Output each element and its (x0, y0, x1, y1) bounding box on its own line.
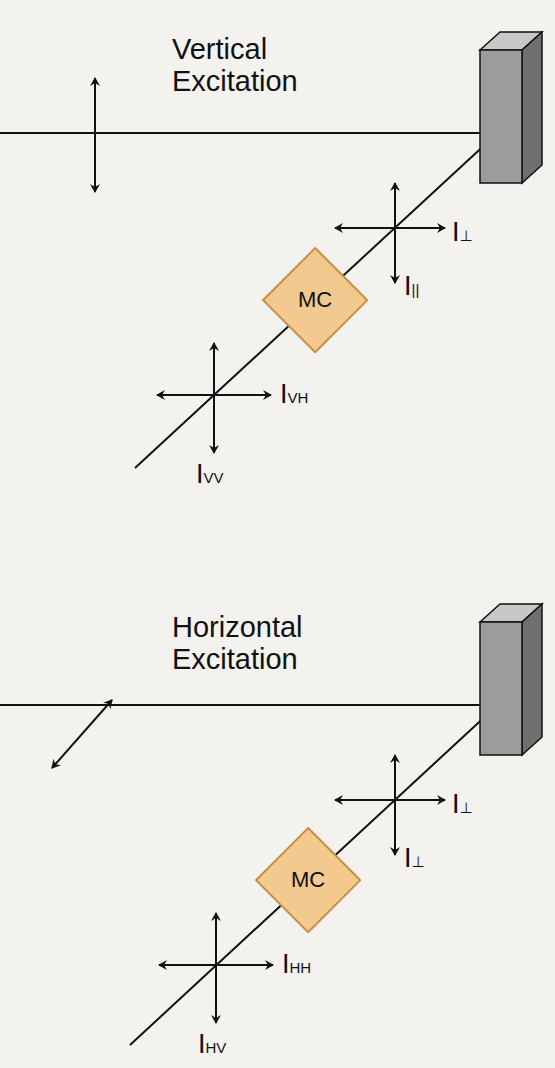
label-holder: IHH (282, 950, 311, 980)
label-holder: I⊥ (404, 844, 425, 874)
intensity-label: IVH (280, 380, 308, 410)
decision-diamond: MC (262, 247, 368, 353)
intensity-label: I|| (404, 272, 419, 302)
excitation-beam (0, 704, 484, 706)
polarization-arrow (52, 700, 112, 768)
polarization-arrow (335, 799, 445, 801)
label-holder: Vertical Excitation (172, 34, 357, 98)
panel-heading: Horizontal Excitation (172, 611, 303, 675)
intensity-label: IVV (196, 460, 224, 490)
intensity-label: I⊥ (452, 218, 473, 248)
label-holder: IHV (198, 1030, 226, 1060)
intensity-label: I⊥ (404, 844, 425, 874)
polarization-arrow (215, 913, 217, 1023)
sample-cuvette (480, 604, 542, 755)
node-text-wrap: MC (255, 827, 361, 933)
node-text-wrap: MC (262, 247, 368, 353)
polarization-arrow (394, 755, 396, 855)
excitation-beam (0, 132, 484, 134)
sample-cuvette (480, 32, 542, 183)
label-holder: I|| (404, 272, 419, 302)
polarization-arrow (394, 183, 396, 283)
emission-path (130, 712, 490, 1045)
intensity-label: IHV (198, 1030, 226, 1060)
label-holder: IVH (280, 380, 308, 410)
decision-diamond: MC (255, 827, 361, 933)
polarization-arrow (335, 227, 445, 229)
label-holder: Horizontal Excitation (172, 612, 372, 676)
polarization-arrow (94, 78, 96, 192)
label-holder: IVV (196, 460, 224, 490)
polarization-arrow (213, 343, 215, 453)
emission-path (135, 140, 490, 468)
node-label: MC (291, 867, 325, 893)
intensity-label: I⊥ (452, 790, 473, 820)
label-holder: I⊥ (452, 218, 473, 248)
intensity-label: IHH (282, 950, 311, 980)
panel-heading: Vertical Excitation (172, 33, 298, 97)
node-label: MC (298, 287, 332, 313)
label-holder: I⊥ (452, 790, 473, 820)
